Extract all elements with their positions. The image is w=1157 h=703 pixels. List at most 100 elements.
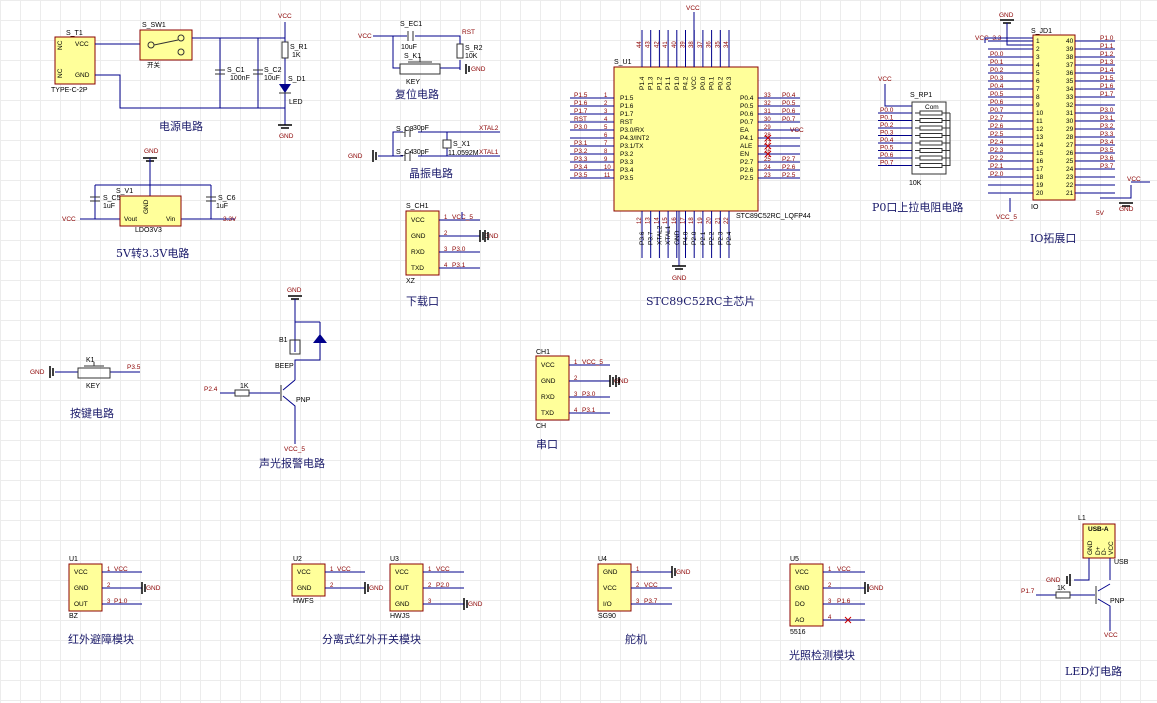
io-pin-number: 10 — [1036, 110, 1044, 117]
usb-pin-gnd: GND — [1087, 540, 1094, 555]
mcu-pin-number: 17 — [681, 217, 687, 224]
reset-vcc-label: VCC — [358, 33, 372, 40]
reset-rst-label: RST — [462, 29, 475, 36]
connector-pin-number: 3 — [828, 599, 832, 605]
io-net-label: P0.3 — [990, 75, 1004, 82]
light-ref: U5 — [790, 556, 799, 563]
mcu-pin-label: XTAL2 — [656, 225, 663, 245]
mcu-pin-label: P0.1 — [709, 76, 716, 90]
c1-value: 100nF — [230, 75, 250, 82]
io-net-label: P3.1 — [1100, 115, 1114, 122]
mcu-pin-number: 1 — [604, 93, 608, 99]
section-title-pullup: P0口上拉电阻电路 — [872, 200, 963, 214]
io-net-label: P0.0 — [990, 51, 1004, 58]
mcu-net-label: P1.7 — [574, 108, 588, 115]
mcu-pin-number: 23 — [764, 173, 771, 179]
reset-gnd-label: GND — [471, 66, 486, 73]
mcu-pin-number: 38 — [689, 41, 695, 48]
typec-pin-nc2: NC — [57, 68, 64, 78]
mcu-pin-number: 8 — [604, 149, 608, 155]
key-net-label: P3.5 — [127, 364, 141, 371]
mcu-pin-label: P2.7 — [740, 159, 754, 166]
reset-circuit: VCC S_EC1 10uF RST S_R2 10K GND S_K1 KEY… — [358, 21, 486, 101]
io-pin-number: 37 — [1066, 62, 1074, 69]
reset-key[interactable] — [399, 63, 441, 75]
key-switch[interactable] — [77, 367, 111, 379]
io-pin-number: 20 — [1036, 190, 1044, 197]
ldo-regulator — [119, 195, 182, 227]
ldo-3v3-label: 3.3V — [223, 216, 237, 223]
mcu-pin-label: P1.7 — [620, 111, 634, 118]
mcu-pin-label: P2.6 — [740, 167, 754, 174]
mcu-ref: S_U1 — [614, 59, 632, 66]
c6-ref: S_C6 — [218, 195, 236, 202]
section-title-led: LED灯电路 — [1065, 665, 1122, 678]
connector-net-label: VCC — [644, 582, 658, 589]
io-vcc5-label: VCC_5 — [996, 214, 1017, 221]
mcu-pin-label: VCC — [691, 76, 698, 90]
io-net-label: P2.4 — [990, 139, 1004, 146]
mcu-gnd-label: GND — [672, 275, 687, 282]
mcu-net-label: P3.5 — [574, 172, 588, 179]
connector-pin-label: VCC — [297, 569, 311, 576]
section-title-split-ir: 分离式红外开关模块 — [322, 632, 421, 646]
pullup-net-label: P0.1 — [880, 115, 894, 122]
servo-part: SG90 — [598, 613, 616, 620]
io-net-label: P0.6 — [990, 99, 1004, 106]
io-net-label: P3.3 — [1100, 131, 1114, 138]
ec1-value: 10uF — [401, 44, 417, 51]
section-title-buzzer: 声光报警电路 — [259, 456, 325, 470]
connector-pin-label: GND — [795, 585, 810, 592]
connector-pin-number: 2 — [574, 376, 578, 382]
mcu-pin-label: P0.2 — [717, 76, 724, 90]
mcu-pin-number: 9 — [604, 157, 608, 163]
mcu-pin-label: P1.4 — [639, 76, 646, 90]
section-title-download: 下载口 — [406, 295, 439, 308]
typec-part: TYPE-C-2P — [51, 87, 88, 94]
crystal-x1 — [442, 139, 452, 149]
io-pin-number: 7 — [1036, 86, 1040, 93]
c5-ref: S_C5 — [103, 195, 121, 202]
connector-pin-label: GND — [411, 233, 426, 240]
mcu-pin-number: 15 — [663, 217, 669, 224]
connector-pin-number: 3 — [444, 247, 448, 253]
connector-pin-number: 1 — [636, 567, 640, 573]
io-pin-number: 11 — [1036, 118, 1043, 125]
io-pin-number: 6 — [1036, 78, 1040, 85]
connector-pin-label: OUT — [395, 585, 409, 592]
connector-net-label: VCC — [114, 566, 128, 573]
io-pin-number: 2 — [1036, 46, 1040, 53]
power-circuit: S_T1 VCC GND NC NC TYPE-C-2P S_SW1 开关 VC… — [51, 13, 308, 140]
power-switch[interactable] — [139, 29, 193, 61]
usb-part: USB — [1114, 559, 1129, 566]
mcu-pin-label: P3.0/RX — [620, 127, 645, 134]
mcu-net-label: RST — [574, 116, 587, 123]
mcu-pin-label: P3.3 — [620, 159, 634, 166]
io-pin-number: 3 — [1036, 54, 1040, 61]
connector-net-label: GND — [369, 585, 384, 592]
typec-pin-vcc: VCC — [75, 41, 89, 48]
connector-net-label: P3.1 — [452, 262, 466, 269]
mcu-pin-number: 39 — [681, 41, 687, 48]
io-ref: S_JD1 — [1031, 28, 1052, 35]
connector-net-label: P3.1 — [582, 407, 596, 414]
mcu-pin-number: 10 — [604, 165, 611, 171]
connector-pin-number: 2 — [636, 583, 640, 589]
mcu-pin-label: P3.2 — [620, 151, 634, 158]
connector-pin-number: 3 — [428, 599, 432, 605]
io-pin-number: 16 — [1036, 158, 1044, 165]
k1-value: KEY — [406, 79, 420, 86]
mcu-pin-label: EA — [740, 127, 749, 134]
io-net-label: P3.6 — [1100, 155, 1114, 162]
ir-module-box — [68, 563, 103, 612]
io-net-label: P1.1 — [1100, 43, 1114, 50]
io-pin-number: 8 — [1036, 94, 1040, 101]
mcu-circuit: S_U1 STC89C52RC_LQFP44 VCC P1.51P1.5P1.6… — [570, 5, 811, 308]
io-net-label: P0.2 — [990, 67, 1004, 74]
section-title-reset: 复位电路 — [395, 87, 439, 101]
usb-pin-dp: D+ — [1095, 546, 1102, 555]
led-r-value: 1K — [1057, 585, 1066, 592]
